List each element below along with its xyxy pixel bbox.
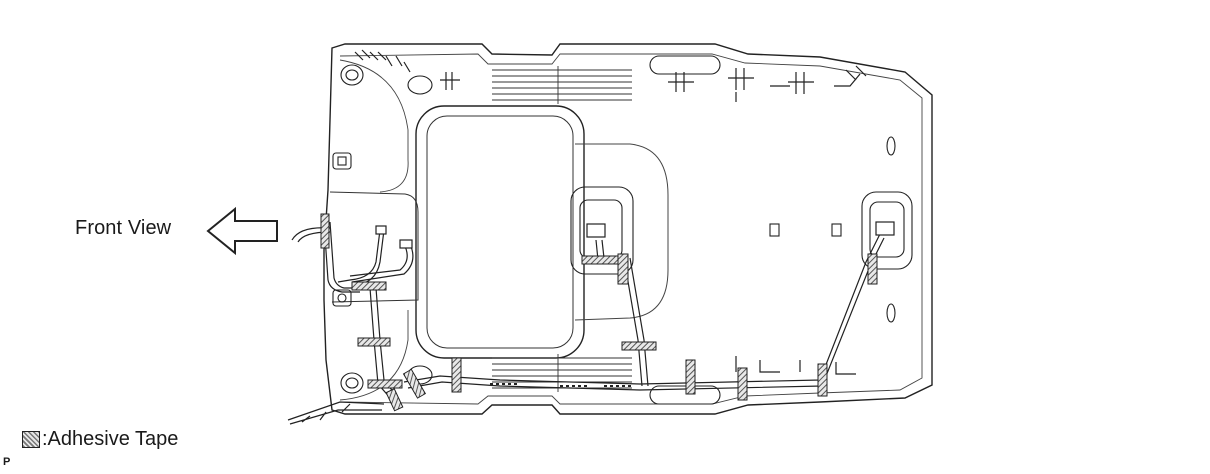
legend: :Adhesive Tape [22, 428, 178, 451]
sunroof-inner [426, 115, 574, 349]
adhesive-tape-swatch-icon [22, 431, 40, 448]
mount-circles [332, 55, 896, 405]
front-view-label: Front View [75, 217, 172, 239]
connectors [375, 221, 895, 249]
headliner-outline [323, 43, 933, 415]
clip-marks [354, 49, 867, 375]
front-console-area [329, 191, 419, 303]
adhesive-tape-patches [320, 213, 878, 412]
figure-code: P [3, 456, 11, 468]
sunroof-opening [415, 105, 585, 359]
front-edge-curve [339, 59, 409, 193]
front-direction-arrow-icon [206, 206, 278, 256]
sunroof-side-panel [574, 143, 669, 321]
headliner-inner-edge [339, 53, 923, 405]
clamp-marks [490, 383, 634, 387]
vent-strips [492, 66, 632, 392]
legend-label: :Adhesive Tape [42, 428, 179, 450]
